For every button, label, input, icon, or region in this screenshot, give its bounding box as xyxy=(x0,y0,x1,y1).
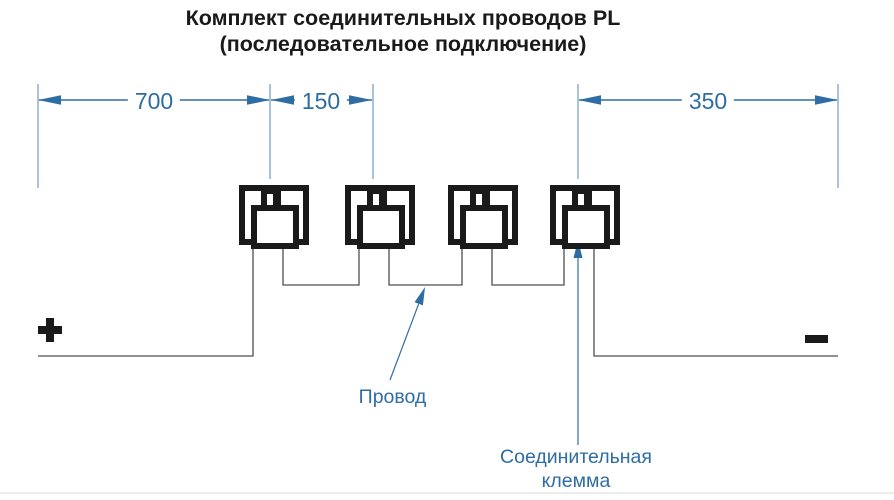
terminal-clamp-symbol-4 xyxy=(550,185,620,249)
clamp-cage xyxy=(357,205,405,249)
clamp-slot-gap xyxy=(373,194,379,205)
clamp-slot-gap xyxy=(267,194,273,205)
plus-terminal-icon xyxy=(38,318,62,342)
wire-callout-label: Провод xyxy=(358,386,427,408)
clamp-cage xyxy=(251,205,299,249)
arrowhead-350-right xyxy=(815,95,838,105)
wire-link-1-2 xyxy=(282,236,360,286)
dimension-arrowheads xyxy=(38,95,838,105)
leader-arrows xyxy=(389,240,583,445)
page-title: Комплект соединительных проводов PL (пос… xyxy=(0,5,806,57)
arrowhead-700-right xyxy=(247,95,270,105)
clamp-cage xyxy=(562,205,610,249)
terminal-clamp-symbol-1 xyxy=(239,185,309,249)
clamp-slot-gap xyxy=(578,194,584,205)
wires xyxy=(38,236,838,357)
extension-lines xyxy=(37,84,839,188)
arrowhead-150-right xyxy=(349,95,372,105)
clamp-callout-label: Соединительная клемма xyxy=(500,446,652,492)
dimension-value-350: 350 xyxy=(681,89,735,113)
minus-terminal-icon xyxy=(805,335,828,343)
arrowhead-700-left xyxy=(38,95,61,105)
arrowhead-150-left xyxy=(271,95,294,105)
terminal-clamp-symbol-2 xyxy=(345,185,415,249)
clamp-slot-gap xyxy=(476,194,482,205)
arrowhead-350-left xyxy=(578,95,601,105)
title-line-2: (последовательное подключение) xyxy=(219,32,587,56)
dimension-value-150: 150 xyxy=(294,89,348,113)
title-line-1: Комплект соединительных проводов PL xyxy=(185,6,621,30)
image-bottom-edge xyxy=(0,492,894,494)
wire-negative-lead xyxy=(593,236,838,357)
wire-positive-lead xyxy=(38,236,254,357)
dimension-value-700: 700 xyxy=(127,89,181,113)
clamp-cage xyxy=(460,205,508,249)
terminal-clamp-symbol-3 xyxy=(448,185,518,249)
wire-leader-arrow xyxy=(389,286,426,381)
wire-link-3-4 xyxy=(491,236,565,286)
wire-link-2-3 xyxy=(388,236,463,286)
